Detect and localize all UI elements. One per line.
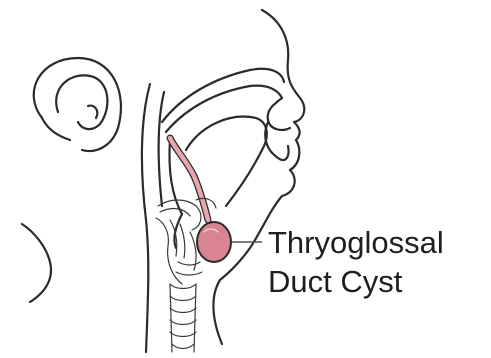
thyroglossal-duct [170,138,208,220]
cyst [197,222,231,262]
ear [34,58,121,151]
cervical-outline [142,84,164,352]
jaw-outline [22,224,51,302]
palate [162,69,290,160]
cyst-label-line2: Duct Cyst [268,264,403,299]
cyst-label-line1: Thryoglossal [268,225,444,260]
trachea [170,284,196,352]
